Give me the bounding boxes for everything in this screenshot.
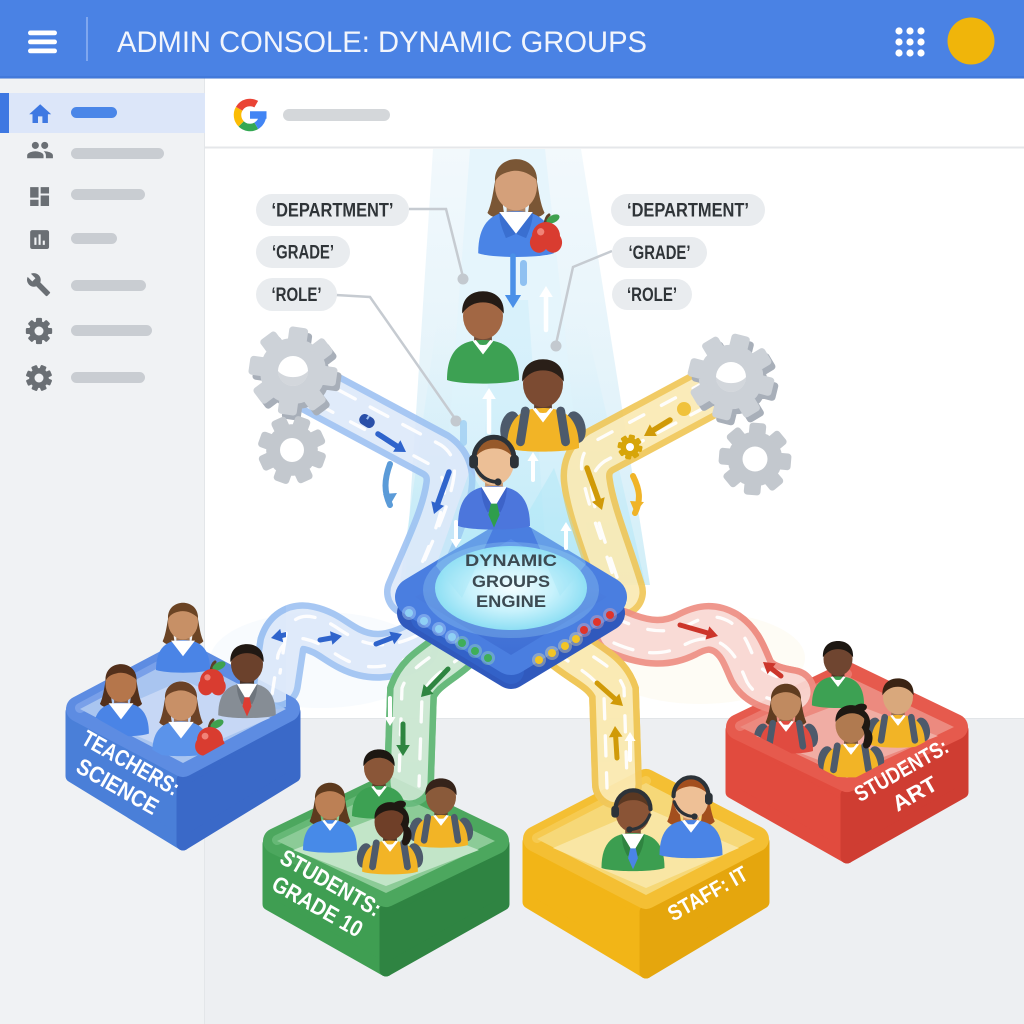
svg-text:ADMIN CONSOLE: DYNAMIC GROUPS: ADMIN CONSOLE: DYNAMIC GROUPS [117,26,647,59]
svg-text:DYNAMIC: DYNAMIC [465,552,557,570]
svg-text:‘GRADE’: ‘GRADE’ [272,243,334,264]
svg-text:‘DEPARTMENT’: ‘DEPARTMENT’ [272,201,394,222]
svg-text:GROUPS: GROUPS [472,573,550,591]
svg-text:‘GRADE’: ‘GRADE’ [629,243,691,264]
svg-text:‘ROLE’: ‘ROLE’ [272,285,322,306]
svg-text:ENGINE: ENGINE [476,593,546,611]
svg-text:‘ROLE’: ‘ROLE’ [627,285,677,306]
svg-text:‘DEPARTMENT’: ‘DEPARTMENT’ [627,201,749,222]
